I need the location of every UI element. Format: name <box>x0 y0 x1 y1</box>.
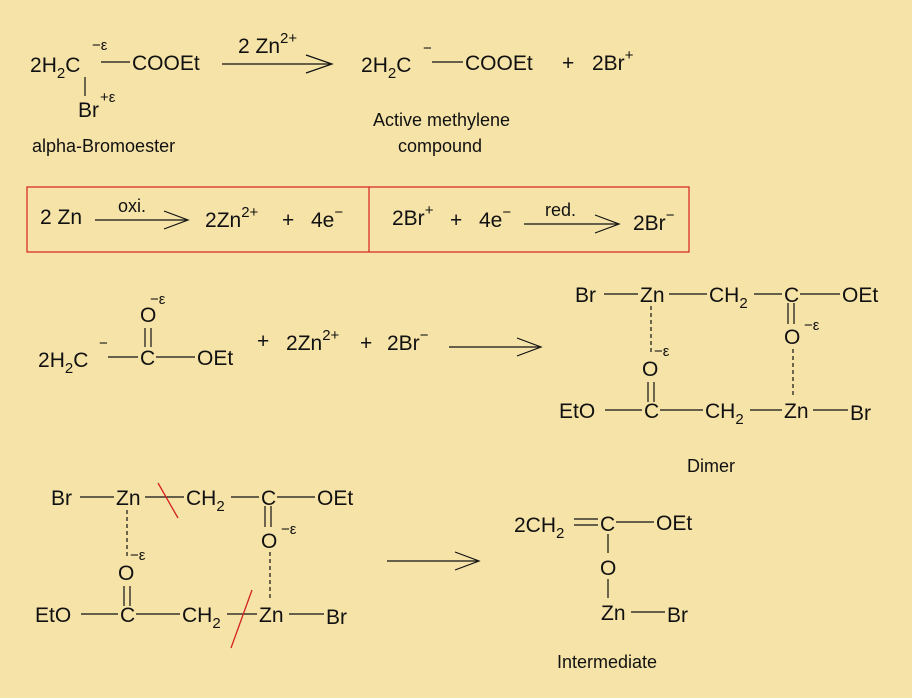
svg-text:CH2: CH2 <box>186 487 225 515</box>
svg-text:CH2: CH2 <box>709 284 748 312</box>
svg-text:2Br+: 2Br+ <box>392 202 434 230</box>
svg-text:2Br−: 2Br− <box>387 327 429 355</box>
svg-text:2CH2: 2CH2 <box>514 514 564 542</box>
svg-text:2H2C: 2H2C <box>38 349 88 377</box>
zinc-atom: Zn <box>259 604 284 627</box>
bromine-atom: Br <box>78 99 99 122</box>
electrons: 4e <box>479 209 502 232</box>
alpha-bromoester-formula: 2H2C −ε COOEt Br +ε alpha-Bromoester <box>30 37 200 156</box>
reaction-arrow-2 <box>449 337 543 357</box>
partial-negative-charge: −ε <box>654 343 670 360</box>
reaction-arrow-1: 2 Zn2+ <box>222 30 334 74</box>
bromide: 2Br <box>633 212 666 235</box>
arrow-head <box>454 551 481 571</box>
ethoxy-group: OEt <box>842 284 878 307</box>
carbonyl-oxygen: O <box>784 326 800 349</box>
partial-negative-charge: −ε <box>92 37 108 54</box>
ester-group: COOEt <box>132 52 200 75</box>
carbonyl-oxygen: O <box>118 562 134 585</box>
bond-cleavage-mark <box>230 589 253 649</box>
enolate-formula: −ε O 2H2C − C OEt <box>38 291 233 377</box>
plus-sign: + <box>562 52 574 75</box>
ester-group: COOEt <box>465 52 533 75</box>
bromine-atom: Br <box>51 487 72 510</box>
carbonyl-oxygen: O <box>642 358 658 381</box>
product-name-line-2: compound <box>398 136 482 156</box>
carbonyl-carbon: C <box>784 284 799 307</box>
plus-sign: + <box>282 209 294 232</box>
bromine-atom: Br <box>667 604 688 627</box>
enol-carbon: C <box>600 513 615 536</box>
carbanion-charge: − <box>99 335 108 352</box>
svg-text:CH2: CH2 <box>705 400 744 428</box>
arrow-head <box>163 210 190 230</box>
oxygen-atom: O <box>600 557 616 580</box>
redox-box: 2 Zn oxi. 2Zn2+ + 4e− 2Br+ + 4e− red. 2B… <box>26 186 690 253</box>
svg-text:2H2C: 2H2C <box>30 54 80 82</box>
plus-sign: + <box>450 209 462 232</box>
svg-text:2H2C: 2H2C <box>361 54 411 82</box>
ethoxy-group: OEt <box>317 487 353 510</box>
partial-negative-charge: −ε <box>804 317 820 334</box>
zinc-atom: Zn <box>640 284 665 307</box>
reduction-label: red. <box>545 200 576 220</box>
dimer-label: Dimer <box>687 456 735 476</box>
partial-negative-charge: −ε <box>130 547 146 564</box>
zinc-atom: Zn <box>116 487 141 510</box>
ethoxy-group: EtO <box>559 400 595 423</box>
svg-text:2Br−: 2Br− <box>633 207 675 235</box>
carbanion-charge: − <box>423 40 432 57</box>
arrow-head <box>594 214 621 234</box>
svg-text:4e−: 4e− <box>479 204 511 232</box>
bromine-atom: Br <box>850 402 871 425</box>
cleaving-dimer-structure: Br Zn CH2 C OEt O −ε −ε O EtO C CH2 Zn B… <box>35 482 353 649</box>
arrow-head <box>305 54 334 74</box>
ethoxy-group: EtO <box>35 604 71 627</box>
carbonyl-carbon: C <box>140 347 155 370</box>
partial-positive-charge: +ε <box>100 89 116 106</box>
bond-cleavage-mark <box>157 482 179 519</box>
svg-text:2Zn2+: 2Zn2+ <box>205 204 259 232</box>
carbonyl-carbon: C <box>261 487 276 510</box>
partial-negative-charge: −ε <box>281 521 297 538</box>
reaction-1: 2H2C −ε COOEt Br +ε alpha-Bromoester 2 Z… <box>30 30 634 156</box>
zinc-atom: Zn <box>784 400 809 423</box>
arrow-head <box>516 337 543 357</box>
reactant-name: alpha-Bromoester <box>32 136 175 156</box>
carbonyl-oxygen: O <box>261 530 277 553</box>
bromonium: 2Br <box>592 52 625 75</box>
active-methylene-formula: 2H2C − COOEt + 2Br+ Active methylene com… <box>361 40 634 156</box>
oxidation-label: oxi. <box>118 196 146 216</box>
zinc-atom: Zn <box>601 602 626 625</box>
svg-text:CH2: CH2 <box>182 604 221 632</box>
svg-text:4e−: 4e− <box>311 204 343 232</box>
reduction-half-reaction: 2Br+ + 4e− red. 2Br− <box>392 200 675 235</box>
svg-text:2Br+: 2Br+ <box>592 47 634 75</box>
coefficient: 2 <box>30 54 42 77</box>
svg-text:2 Zn2+: 2 Zn2+ <box>238 30 297 58</box>
electrons: 4e <box>311 209 334 232</box>
redox-frame <box>26 186 690 253</box>
ethoxy-group: OEt <box>197 347 233 370</box>
intermediate-structure: 2CH2 C OEt O Zn Br Intermediate <box>514 512 692 672</box>
carbonyl-carbon: C <box>120 604 135 627</box>
carbonyl-oxygen: O <box>140 304 156 327</box>
bromine-atom: Br <box>575 284 596 307</box>
oxidation-half-reaction: 2 Zn oxi. 2Zn2+ + 4e− <box>40 196 343 232</box>
ethoxy-group: OEt <box>656 512 692 535</box>
product-name-line-1: Active methylene <box>373 110 510 130</box>
plus-sign: + <box>257 330 269 353</box>
reaction-arrow-3 <box>387 551 481 571</box>
carbonyl-carbon: C <box>644 400 659 423</box>
partial-negative-charge: −ε <box>150 291 166 308</box>
bromine-atom: Br <box>326 606 347 629</box>
reaction-2: −ε O 2H2C − C OEt + 2Zn2+ + 2Br− <box>38 291 543 377</box>
svg-text:2 Zn: 2 Zn <box>40 206 82 229</box>
svg-text:2Zn2+: 2Zn2+ <box>286 327 340 355</box>
plus-sign: + <box>360 332 372 355</box>
intermediate-label: Intermediate <box>557 652 657 672</box>
bromide: 2Br <box>387 332 420 355</box>
dimer-structure: Br Zn CH2 C OEt O −ε −ε O EtO C CH2 Zn B… <box>559 284 878 476</box>
